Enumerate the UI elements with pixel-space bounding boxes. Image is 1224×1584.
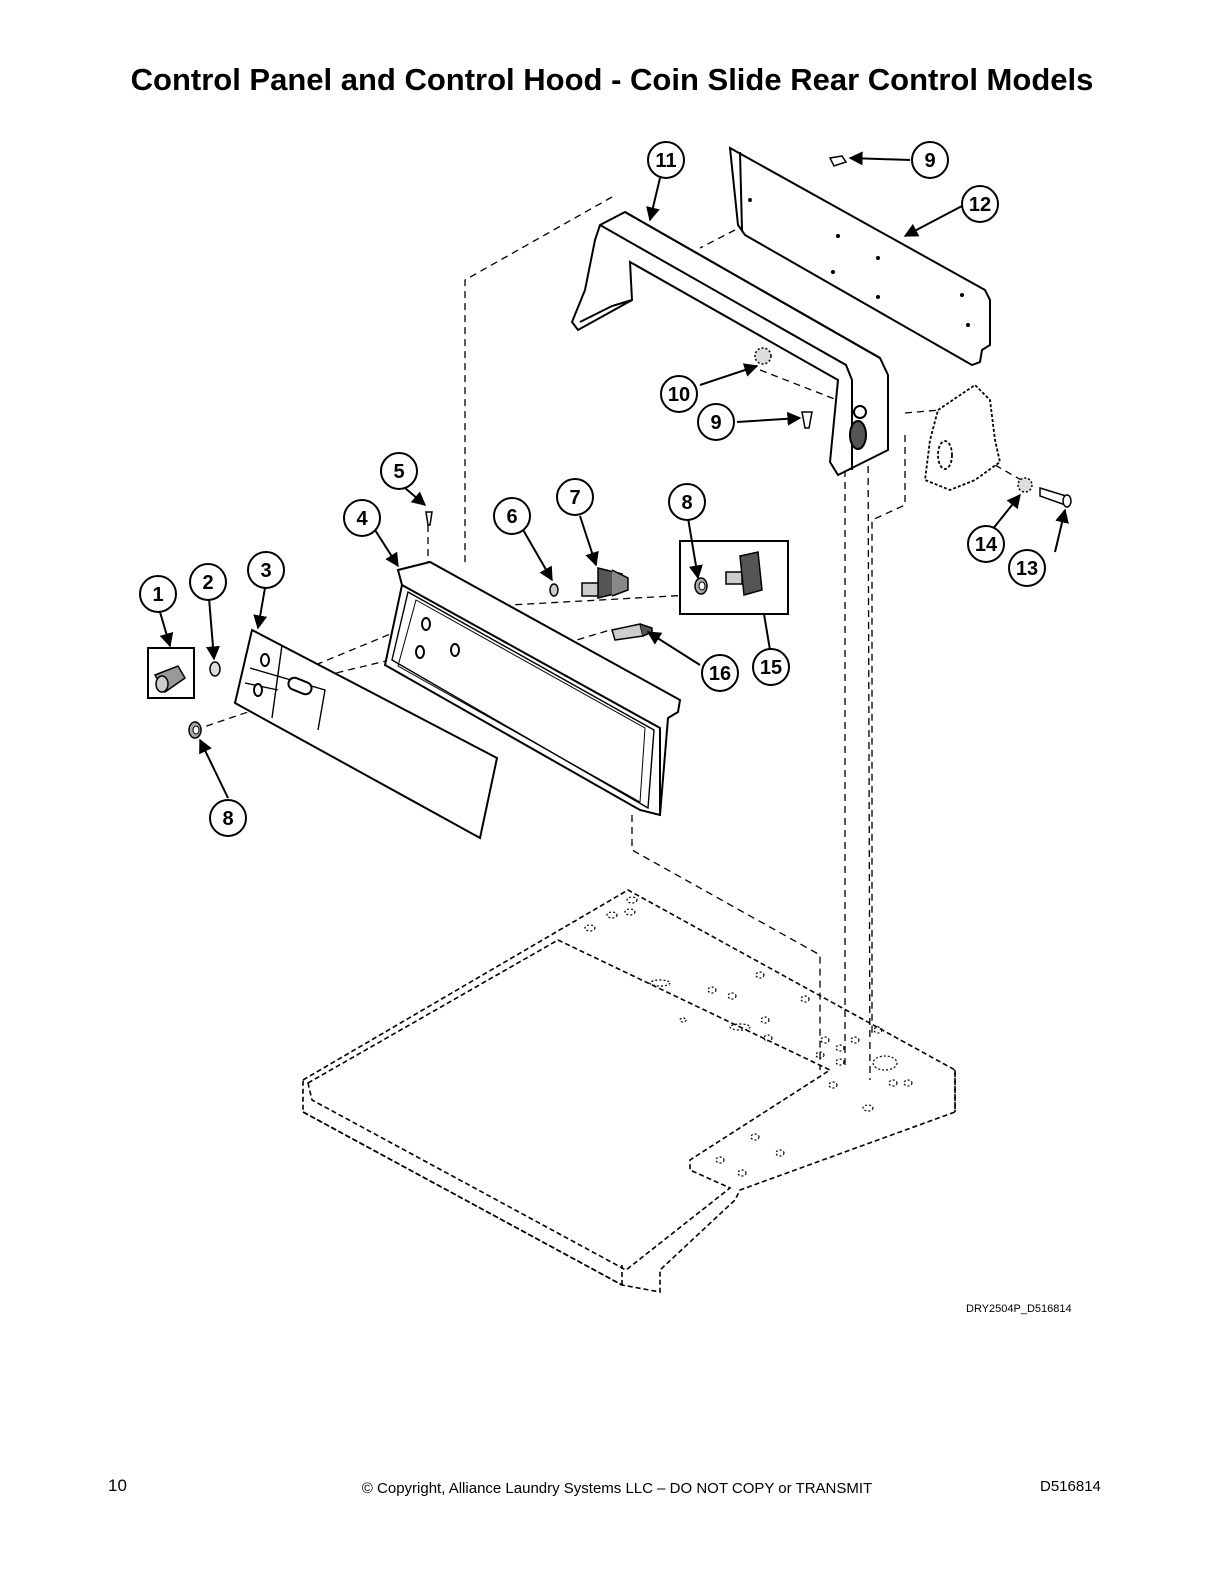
callout-9-top-label: 9 <box>924 150 935 172</box>
dryer-top-holes <box>584 896 913 1177</box>
nut-part-lower <box>188 721 202 739</box>
callout-5: 5 <box>380 452 418 490</box>
callout-3-label: 3 <box>260 560 271 582</box>
callout-12-label: 12 <box>969 194 991 216</box>
rear-panel <box>728 146 991 367</box>
leader-15 <box>763 613 771 651</box>
lamp-part <box>611 623 653 641</box>
control-panel-overlay <box>233 628 499 840</box>
callout-7: 7 <box>556 478 594 516</box>
knob-part <box>147 647 195 699</box>
page-number: 10 <box>108 1476 127 1495</box>
callout-4: 4 <box>343 499 381 537</box>
callout-13-label: 13 <box>1016 558 1038 580</box>
callout-10-label: 10 <box>668 384 690 406</box>
callout-1: 1 <box>139 575 177 613</box>
callout-9-mid: 9 <box>697 403 735 441</box>
side-bracket <box>924 383 1002 491</box>
callout-6: 6 <box>493 497 531 535</box>
document-number: D516814 <box>1040 1478 1101 1495</box>
callout-15-label: 15 <box>760 657 782 679</box>
callout-14-label: 14 <box>975 534 998 556</box>
callout-8-upper: 8 <box>668 483 706 521</box>
callout-3: 3 <box>247 551 285 589</box>
callout-5-label: 5 <box>393 461 404 483</box>
control-hood <box>570 210 889 477</box>
washer-part <box>209 661 221 677</box>
callout-1-label: 1 <box>152 584 163 606</box>
callout-8-lower: 8 <box>209 799 247 837</box>
callout-14: 14 <box>967 525 1005 563</box>
callout-11: 11 <box>647 141 685 179</box>
callout-6-label: 6 <box>506 506 517 528</box>
leader-arrows <box>159 151 1069 799</box>
figure-code: DRY2504P_D516814 <box>966 1303 1072 1315</box>
callout-8-upper-label: 8 <box>681 492 692 514</box>
callout-7-label: 7 <box>569 487 580 509</box>
callout-9-top: 9 <box>911 141 949 179</box>
hardware-10-9 <box>754 155 848 429</box>
control-panel <box>383 560 682 817</box>
callout-11-label: 11 <box>655 150 676 172</box>
callout-2: 2 <box>189 563 227 601</box>
switch-part <box>549 567 629 599</box>
callout-2-label: 2 <box>202 572 213 594</box>
callout-16: 16 <box>701 654 739 692</box>
callout-12: 12 <box>961 185 999 223</box>
screw-part-5 <box>425 511 433 526</box>
callout-16-label: 16 <box>709 663 731 685</box>
callout-8-lower-label: 8 <box>222 808 233 830</box>
callout-4-label: 4 <box>356 508 368 530</box>
callout-15: 15 <box>752 648 790 686</box>
dryer-top-panel <box>302 889 956 1293</box>
callout-9-mid-label: 9 <box>710 412 721 434</box>
copyright-notice: © Copyright, Alliance Laundry Systems LL… <box>361 1480 873 1497</box>
callout-10: 10 <box>660 375 698 413</box>
switch-assembly-part <box>679 540 789 615</box>
hardware-13-14 <box>1017 477 1072 508</box>
callout-13: 13 <box>1008 549 1046 587</box>
assembly-guide-lines <box>194 196 1031 1081</box>
page-title: Control Panel and Control Hood - Coin Sl… <box>130 62 1094 97</box>
